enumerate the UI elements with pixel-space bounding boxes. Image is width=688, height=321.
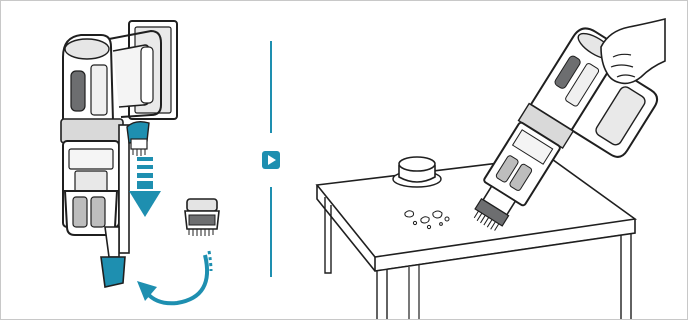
detached-brush-icon [185, 199, 219, 236]
left-panel [61, 21, 219, 303]
brush-nozzle-icon [127, 122, 149, 156]
hand-icon [601, 19, 665, 83]
right-panel [317, 19, 672, 319]
table-icon [317, 157, 635, 319]
next-step-arrow-icon [262, 151, 280, 169]
bowl-icon [393, 157, 441, 187]
step-divider [262, 41, 280, 277]
swap-arrow-icon [137, 251, 211, 303]
crevice-nozzle-icon [101, 257, 125, 287]
slide-down-arrow-icon [129, 157, 161, 217]
